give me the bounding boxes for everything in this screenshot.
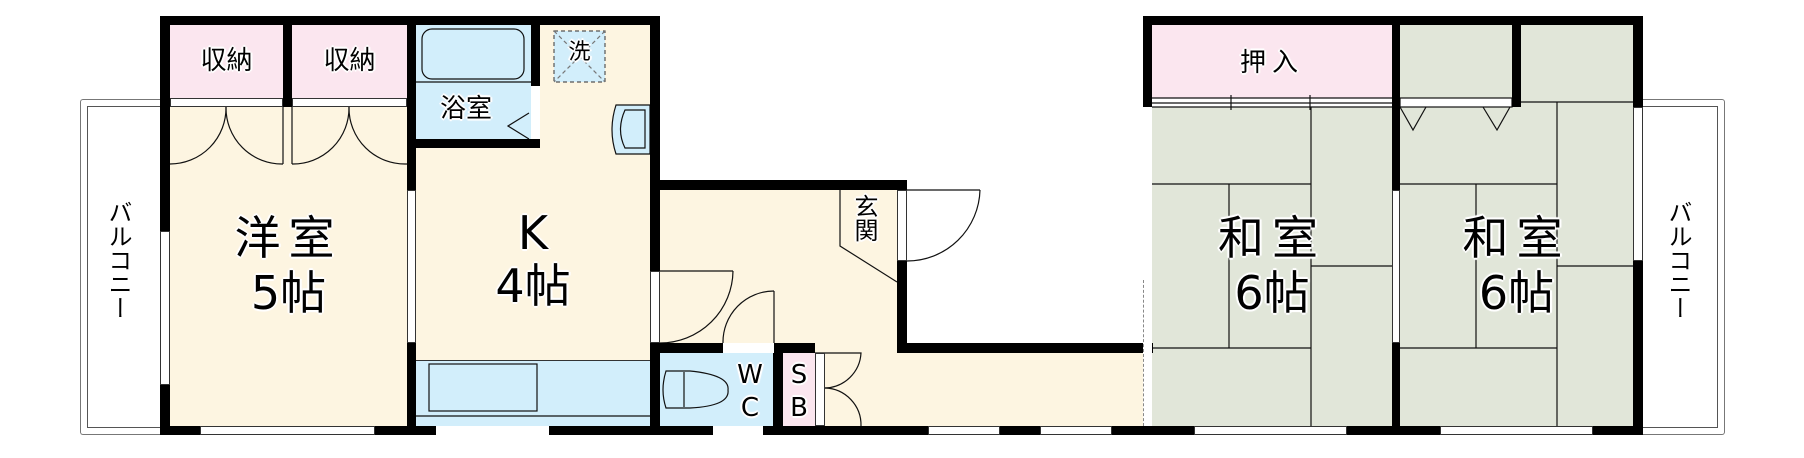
kitchen-name: K <box>517 206 549 260</box>
window-western-left <box>160 231 170 385</box>
corridor <box>897 353 1143 426</box>
wc-label-w: W <box>737 360 763 390</box>
wall-kitchen-right <box>650 16 660 435</box>
western-room-size: 5帖 <box>250 266 327 320</box>
kitchen-size: 4帖 <box>495 259 571 313</box>
japanese-room-1-name: 和室 <box>1218 211 1326 265</box>
wall-bath-bottom <box>407 139 540 148</box>
balcony-left <box>80 99 165 435</box>
oshiire <box>1152 25 1392 98</box>
sb-label-s: S <box>790 360 808 390</box>
storage-2-label: 収納 <box>323 46 376 76</box>
wall-bottom-right <box>1143 426 1643 435</box>
balcony-right <box>1640 99 1725 435</box>
window-western-bottom <box>200 426 375 435</box>
storage-2 <box>292 25 407 98</box>
hall-door-opening <box>650 271 660 343</box>
entrance-label: 玄関 <box>850 194 878 242</box>
oshiire-label: 押入 <box>1239 48 1304 78</box>
japanese-room-1-size: 6帖 <box>1234 266 1310 320</box>
storage-1 <box>170 25 283 98</box>
window-japanese-2-right <box>1633 107 1643 261</box>
western-room <box>170 107 407 426</box>
corridor-japanese-opening <box>1143 280 1152 426</box>
shoe-box <box>783 353 815 426</box>
wc-label-c: C <box>740 393 760 423</box>
balcony-left-label: バルコニー <box>104 200 132 320</box>
sliding-door-japanese <box>1392 190 1400 343</box>
sb-door <box>815 353 825 426</box>
window-corridor-2 <box>1040 426 1112 435</box>
sb-label-b: B <box>790 393 808 423</box>
wall-closet-divider <box>283 16 292 107</box>
japanese-room-2-name: 和室 <box>1462 211 1571 265</box>
bath-label: 浴室 <box>439 94 492 124</box>
bath-door-opening <box>531 86 540 139</box>
western-room-name: 洋室 <box>234 211 343 265</box>
balcony-right-label: バルコニー <box>1664 200 1692 320</box>
entrance-door-opening <box>897 190 907 261</box>
wall-entrance <box>897 261 907 353</box>
japanese-room-2-size: 6帖 <box>1478 266 1555 320</box>
window-corridor-1 <box>928 426 1000 435</box>
window-kitchen-left <box>407 190 416 343</box>
window-japanese-1-bottom <box>1194 426 1347 435</box>
wall-japanese-left <box>1143 16 1152 107</box>
closet-sliding-2 <box>292 98 407 107</box>
wc-door-opening <box>723 343 774 353</box>
window-wc-bottom <box>713 426 763 435</box>
window-japanese-2-bottom <box>1440 426 1593 435</box>
closet-sliding-1 <box>170 98 283 107</box>
wall-hall-top <box>650 180 907 190</box>
wall-corridor-top <box>897 343 1153 353</box>
wall-left <box>160 16 170 435</box>
washer-label: 洗 <box>568 40 591 65</box>
wall-closet2-divider <box>1512 16 1521 107</box>
wall-wc-sb <box>773 343 783 435</box>
storage-1-label: 収納 <box>200 46 253 76</box>
wall-bath-right <box>531 16 540 86</box>
window-kitchen-bottom <box>436 426 549 435</box>
